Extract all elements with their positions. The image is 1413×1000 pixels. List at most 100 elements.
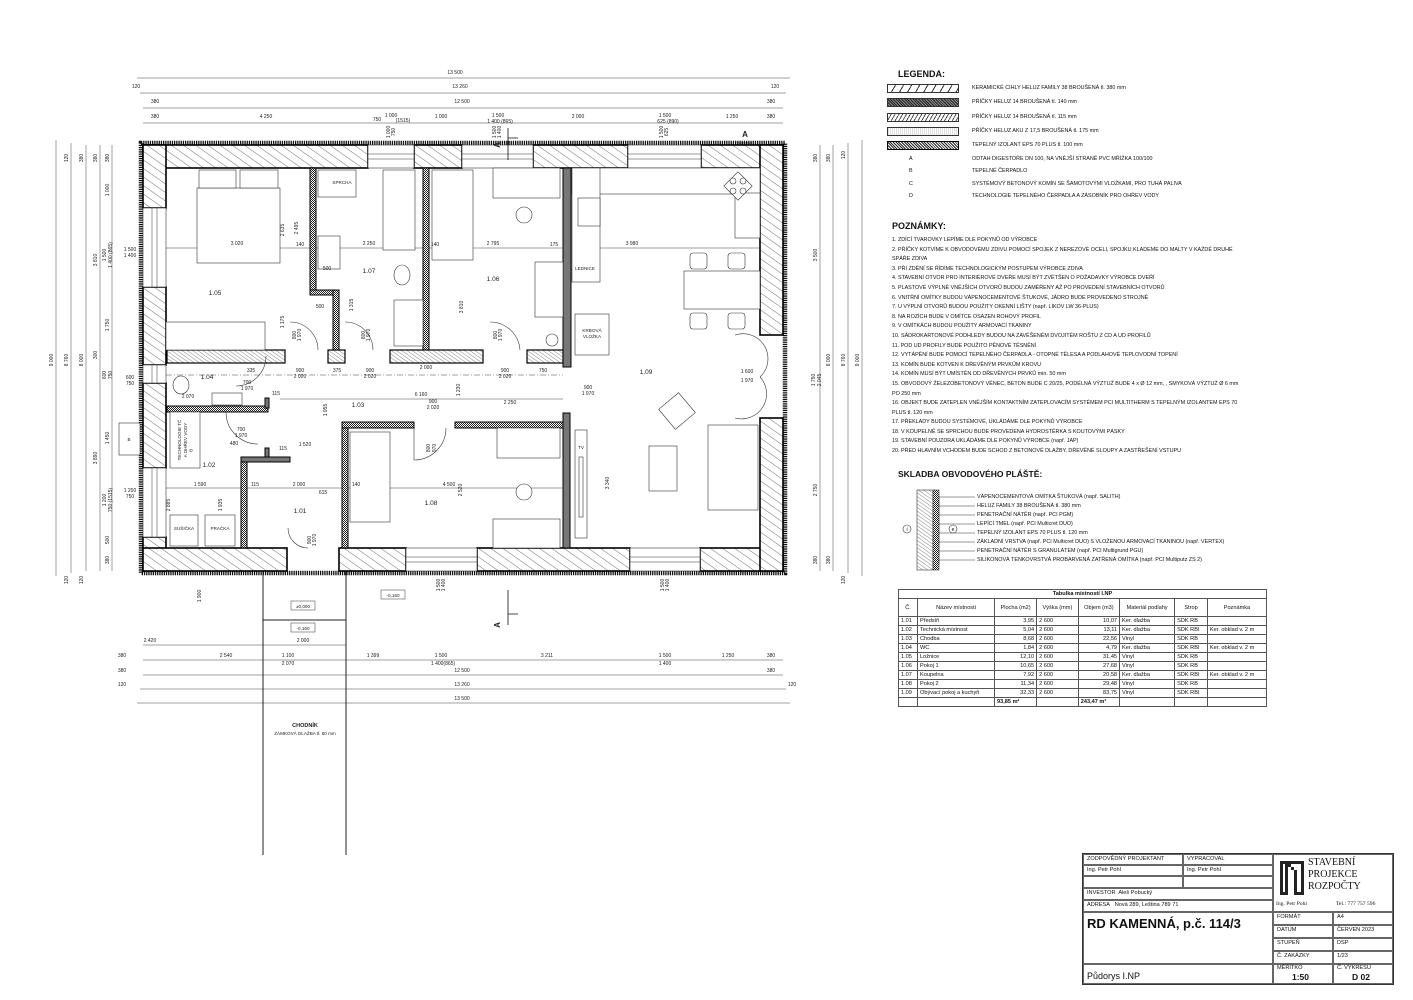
stage-value: DSP <box>1333 938 1393 951</box>
room-number: 1.06 <box>487 276 500 283</box>
drawing-title: Půdorys I.NP <box>1083 964 1273 984</box>
entrance-door <box>287 527 309 549</box>
dimension-label: 500 <box>105 536 111 545</box>
dimension-label: 2 795 <box>487 241 500 247</box>
label-tv1: TV <box>578 445 585 450</box>
wall-layer-item: ZÁKLADNÍ VRSTVA (např. PCI Multicret DUO… <box>977 539 1225 545</box>
dimension-label: 2 520 <box>458 484 464 497</box>
exterior-wall <box>142 286 167 366</box>
door <box>489 321 521 351</box>
label-level-entry: ±0,000 <box>296 604 310 609</box>
partition-wall-175 <box>264 397 270 409</box>
dimension-label: 750 (1515) <box>108 488 114 513</box>
note-item: 8. NA ROZÍCH BUDE V OMÍTCE OSAZEN ROHOVÝ… <box>892 313 1041 320</box>
patio-door <box>734 333 769 378</box>
exterior-mark-label: e <box>952 527 955 533</box>
table-cell: SDK RB <box>1174 634 1208 644</box>
column-header: Č. <box>898 598 918 617</box>
dimension-label: 8 000 <box>79 354 85 367</box>
legend-material-label: PŘÍČKY HELUZ 14 BROUŠENÁ tl. 115 mm <box>972 113 1077 120</box>
window-frame <box>142 364 167 384</box>
dimension-label: 750 <box>373 117 382 123</box>
label-section-top2: A <box>742 130 748 139</box>
note-item: 15. OBVODOVÝ ŽELEZOBETONOVÝ VĚNEC, BETON… <box>892 380 1239 387</box>
column-header: Poznámka <box>1206 598 1268 617</box>
table-cell: 27,68 <box>1077 661 1121 671</box>
washing-machine <box>204 514 236 547</box>
partition-wall-140 <box>341 421 349 549</box>
dimension-label: 1 250 <box>722 653 735 659</box>
wall-section-title: SKLADBA OBVODOVÉHO PLÁŠTĚ: <box>898 469 1043 479</box>
dimension-label: 900 <box>307 536 313 545</box>
table-cell: Ložnice <box>916 652 996 662</box>
dimension-label: 6 160 <box>415 392 428 398</box>
note-item: 20. PŘED HLAVNÍM VCHODEM BUDE SCHOD Z BE… <box>892 448 1181 455</box>
dimension-label: 380 <box>767 668 776 674</box>
dimension-label: 1 970 <box>741 378 754 384</box>
room-table-title: Tabulka místností I.NP <box>898 589 1267 599</box>
label-level-terrain: -0,160 <box>386 593 399 598</box>
window-frame <box>629 547 701 572</box>
dimension-label: 140 <box>296 242 305 248</box>
plan-labels: 1.011.021.031.041.051.061.071.081.09SPRC… <box>49 70 861 736</box>
exterior-wall <box>759 417 784 572</box>
partition-wall-140 <box>166 405 269 413</box>
company-line: ROZPOČTY <box>1308 881 1361 892</box>
table-cell: SDK RBI <box>1174 625 1208 635</box>
table-cell: 4,79 <box>1077 643 1121 653</box>
dimension-label: 1 000 <box>385 113 398 119</box>
table-cell: 1.08 <box>898 679 918 689</box>
wall-section-drawing: i e <box>902 489 975 571</box>
dimension-label: 380 <box>813 556 819 565</box>
dimension-label: 1 000 <box>435 114 448 120</box>
window <box>629 547 701 572</box>
legend-material-label: KERAMICKÉ CIHLY HELUZ FAMILY 38 BROUŠENÁ… <box>972 85 1126 91</box>
table-cell: Vinyl <box>1119 652 1176 662</box>
note-item: 5. PLASTOVÉ VÝPLNĚ VNĚJŠÍCH OTVORŮ BUDOU… <box>892 284 1165 291</box>
prepared-label: VYPRACOVAL <box>1183 854 1273 865</box>
exterior-wall <box>142 144 369 169</box>
burner-icon <box>729 187 737 195</box>
table-cell: Koupelna <box>916 670 996 680</box>
dimension-label: 380 <box>826 556 832 565</box>
dimension-label: 900 <box>366 368 375 374</box>
column-header: Strop <box>1174 598 1208 617</box>
exterior-wall <box>476 547 631 572</box>
scale-cell: MĚŘÍTKO 1:50 <box>1273 964 1333 984</box>
partition-wall-115 <box>389 349 484 364</box>
legend-material-label: TEPELNÝ IZOLANT EPS 70 PLUS tl. 100 mm <box>972 142 1083 149</box>
dimension-label: 1 970 <box>241 386 254 392</box>
dimension-label: 120 <box>64 576 70 585</box>
window <box>367 144 415 169</box>
table-cell: 1.09 <box>898 688 918 698</box>
window <box>627 144 702 169</box>
dimension-label: 120 <box>118 682 127 688</box>
dimension-label: 970 <box>432 444 438 453</box>
partition-wall-175 <box>562 167 572 368</box>
table-cell: Vinyl <box>1119 661 1176 671</box>
table-cell: 11,34 <box>994 679 1038 689</box>
table-cell: Ker. dlažba <box>1119 625 1176 635</box>
insulation-layer <box>932 489 940 571</box>
legend-title: LEGENDA: <box>898 69 945 79</box>
dimension-label: 3 340 <box>605 477 611 490</box>
dimension-label: 1 970 <box>297 329 303 342</box>
company-logo-icon <box>1280 861 1304 895</box>
table-cell: Technická místnost <box>916 625 996 635</box>
total-volume: 243,47 m³ <box>1077 697 1121 707</box>
wall-layer-item: PENETRAČNÍ NÁTĚR S GRANULÁTEM (např. PCI… <box>977 548 1144 554</box>
dimension-label: 1 900 <box>197 590 203 603</box>
partition-wall-140 <box>309 167 317 296</box>
burner-icon <box>729 177 737 185</box>
table-cell: Vinyl <box>1119 634 1176 644</box>
window <box>142 364 167 384</box>
investor-name: Aleš Pobucký <box>1118 890 1153 896</box>
dimension-label: 335 <box>247 368 256 374</box>
wall-section-layers: VÁPENOCEMENTOVÁ OMÍTKA ŠTUKOVÁ (např. SA… <box>977 493 1224 565</box>
partition-wall-175 <box>562 412 571 549</box>
dimension-label: 3 810 <box>459 301 465 314</box>
